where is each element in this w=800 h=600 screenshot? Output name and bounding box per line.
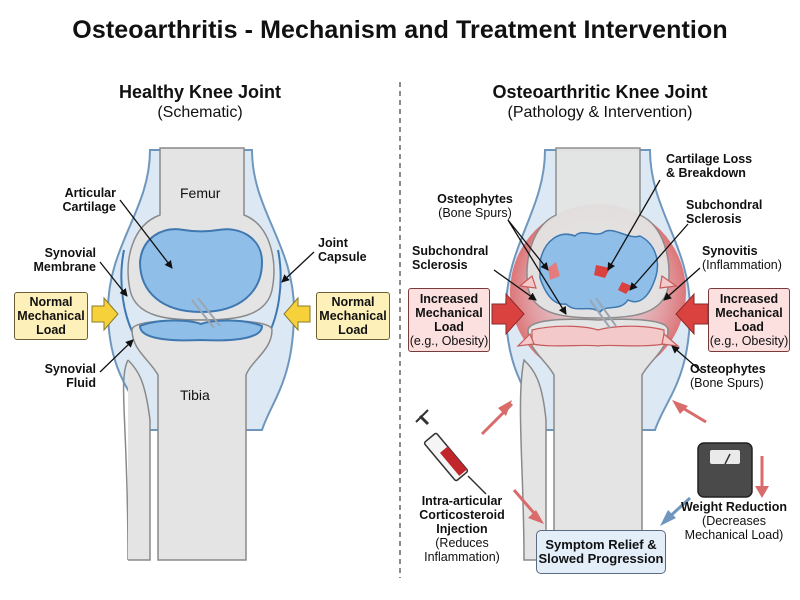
healthy-tibia bbox=[131, 319, 273, 561]
oa-panel-subtitle: (Pathology & Intervention) bbox=[507, 104, 693, 121]
oa-panel-title: Osteoarthritic Knee Joint bbox=[492, 82, 708, 102]
main-title: Osteoarthritis - Mechanism and Treatment… bbox=[72, 16, 728, 44]
healthy-panel-title: Healthy Knee Joint bbox=[118, 82, 282, 102]
injection-label: Intra-articular Corticosteroid Injection… bbox=[419, 494, 505, 564]
healthy-panel-subtitle: (Schematic) bbox=[157, 104, 243, 121]
oa-load-arrow-left bbox=[491, 292, 525, 336]
femur-label: Femur bbox=[180, 185, 221, 201]
scale-icon bbox=[697, 442, 753, 498]
osteophytes-top-label: Osteophytes(Bone Spurs) bbox=[437, 192, 513, 220]
healthy-tibial-cartilage bbox=[138, 319, 264, 342]
synovitis-label: Synovitis(Inflammation) bbox=[702, 244, 782, 272]
osteophytes-bottom-label: Osteophytes(Bone Spurs) bbox=[690, 362, 766, 390]
syringe-icon bbox=[415, 409, 487, 495]
cartilage-loss-label: Cartilage Loss& Breakdown bbox=[666, 152, 753, 180]
weight-reduction-label: Weight Reduction (Decreases Mechanical L… bbox=[680, 500, 787, 542]
healthy-load-arrow-right bbox=[283, 296, 311, 332]
oa-knee-illustration bbox=[491, 147, 709, 561]
symptom-relief-box: Symptom Relief &Slowed Progression bbox=[536, 530, 666, 574]
healthy-knee-illustration bbox=[91, 147, 315, 561]
healthy-load-arrow-left bbox=[91, 296, 119, 332]
tibia-label: Tibia bbox=[180, 387, 210, 403]
osteophyte-left bbox=[516, 332, 535, 347]
oa-tibia bbox=[527, 318, 669, 561]
oa-load-arrow-right bbox=[675, 292, 709, 336]
osteophyte-right bbox=[661, 332, 680, 347]
healthy-femoral-cartilage bbox=[138, 228, 264, 314]
